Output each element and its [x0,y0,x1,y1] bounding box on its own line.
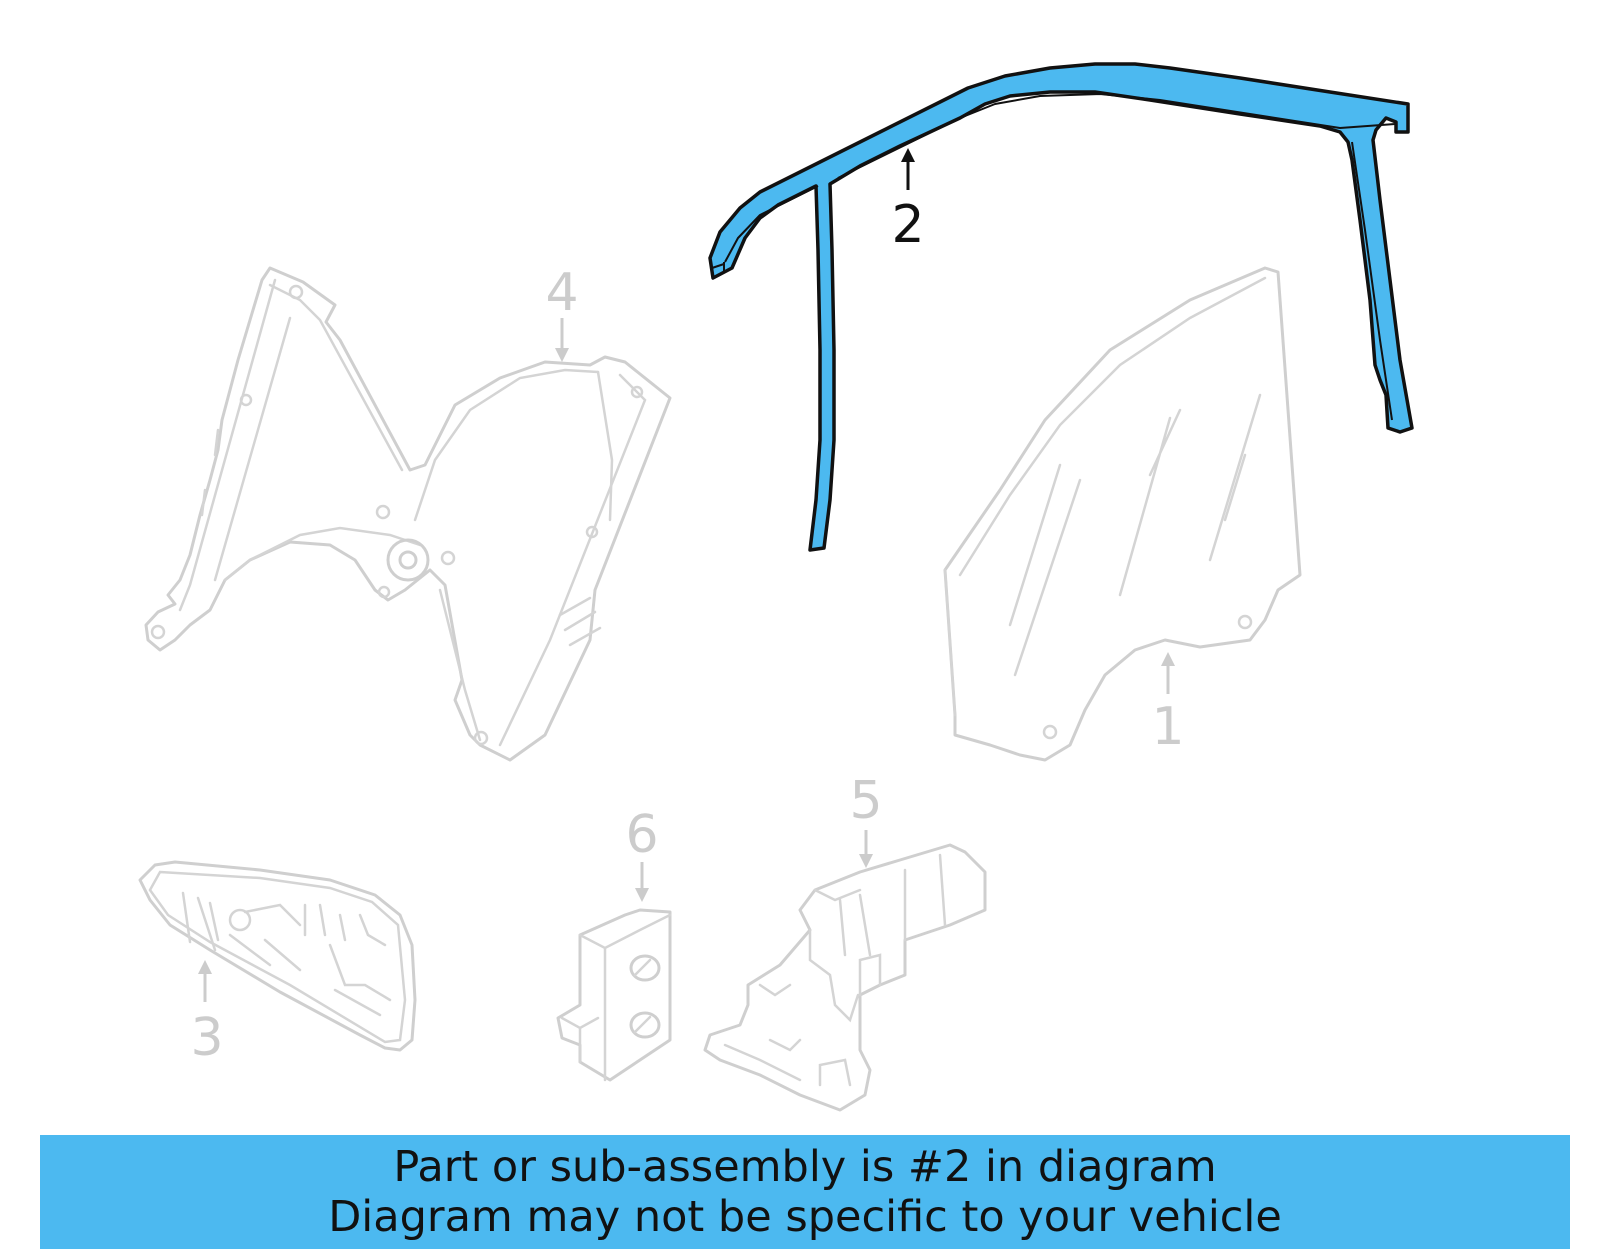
callout-1: 1 [1151,697,1184,757]
part-5-window-motor [703,843,987,1112]
part-3-trim-cover [138,860,417,1052]
part-2-run-channel[interactable] [708,62,1414,552]
callout-6: 6 [625,805,658,865]
callout-3: 3 [190,1008,223,1068]
callout-arrows [198,148,1175,1002]
info-banner: Part or sub-assembly is #2 in diagram Di… [40,1135,1570,1249]
part-1-door-glass [943,266,1302,762]
banner-line-disclaimer: Diagram may not be specific to your vehi… [328,1192,1282,1242]
callout-4: 4 [545,263,578,323]
callout-5: 5 [849,771,882,831]
callout-2: 2 [891,195,924,255]
banner-line-part-number: Part or sub-assembly is #2 in diagram [393,1142,1217,1192]
part-4-window-regulator [144,266,672,762]
callout-labels: 2 4 1 3 6 5 [190,195,1184,1068]
part-6-switch-block [556,908,672,1082]
